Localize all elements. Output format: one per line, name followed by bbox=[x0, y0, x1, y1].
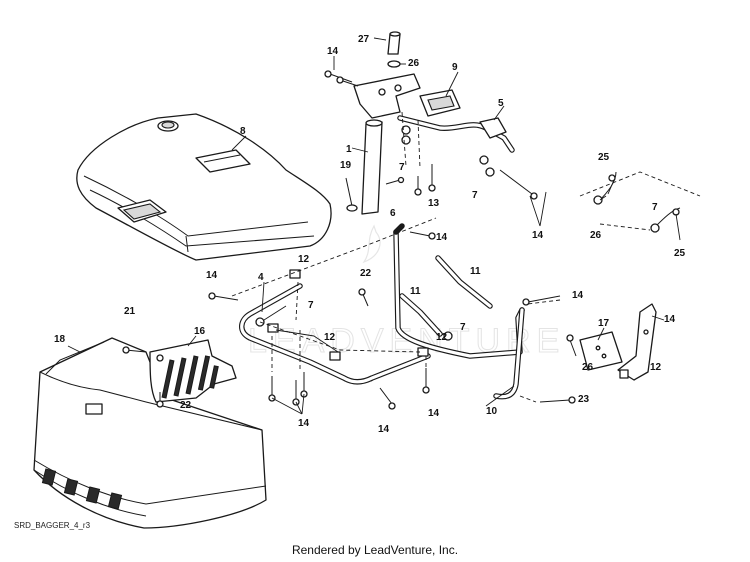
callout-14-d: 14 bbox=[206, 270, 218, 281]
callout-12-a: 12 bbox=[298, 254, 310, 265]
part-1-upright-tube bbox=[361, 119, 383, 215]
bolt-14-i bbox=[300, 372, 308, 398]
callout-14-g: 14 bbox=[298, 418, 310, 429]
bolt-22-a bbox=[122, 346, 147, 354]
callout-25-b: 25 bbox=[674, 248, 686, 259]
callout-22-a: 21 bbox=[124, 306, 136, 317]
bolt-13-b bbox=[414, 176, 422, 196]
callout-7-d: 7 bbox=[308, 300, 314, 311]
nut-7-a bbox=[401, 125, 411, 135]
bolt-14-k bbox=[422, 368, 430, 394]
nut-7-d bbox=[485, 167, 495, 177]
bolt-26-a bbox=[566, 334, 577, 357]
nut-12-c bbox=[329, 351, 341, 361]
nut-7-c bbox=[479, 155, 489, 165]
bolt-14-j bbox=[379, 387, 396, 410]
callout-12-b: 12 bbox=[324, 332, 336, 343]
part-17-bracket bbox=[617, 303, 657, 381]
bolt-23-b bbox=[539, 396, 576, 404]
leader-lines bbox=[67, 37, 681, 415]
bolt-23-a bbox=[358, 288, 369, 307]
bolt-14-d bbox=[409, 231, 436, 240]
callout-14-b: 14 bbox=[532, 230, 544, 241]
bolt-14-e bbox=[208, 292, 239, 301]
callout-14-f: 14 bbox=[428, 408, 440, 419]
bolt-13-a bbox=[428, 164, 436, 192]
callout-23-a: 22 bbox=[360, 268, 372, 279]
callout-18: 17 bbox=[598, 318, 610, 329]
callout-8: 8 bbox=[240, 126, 246, 137]
part-8-catcher-lid bbox=[76, 113, 332, 261]
part-16-bag-bracket bbox=[149, 339, 237, 403]
callout-14-a: 14 bbox=[327, 46, 339, 57]
bolt-14-b bbox=[336, 76, 359, 87]
part-11-rods bbox=[399, 255, 493, 337]
callout-25-a: 25 bbox=[598, 152, 610, 163]
callout-26-a: 26 bbox=[590, 230, 602, 241]
bolt-14-g bbox=[268, 376, 276, 402]
callout-12-d: 12 bbox=[650, 362, 662, 373]
part-18-plate bbox=[579, 331, 623, 371]
bolt-14-h bbox=[292, 380, 300, 406]
callout-16: 16 bbox=[194, 326, 206, 337]
callout-17: 14 bbox=[664, 314, 676, 325]
part-9-upper-bracket bbox=[353, 73, 461, 119]
callout-11-b: 11 bbox=[410, 286, 421, 297]
part-5-cross-tube bbox=[397, 115, 515, 153]
callout-6: 6 bbox=[390, 208, 396, 219]
callout-14-c: 14 bbox=[436, 232, 448, 243]
nut-7-f bbox=[443, 331, 453, 341]
part-25-26-cables bbox=[593, 171, 681, 233]
part-27-ring bbox=[387, 60, 401, 68]
callout-9: 9 bbox=[452, 62, 458, 73]
part-19-clevis-pin bbox=[345, 177, 358, 212]
callout-5: 5 bbox=[498, 98, 504, 109]
callout-21: 18 bbox=[54, 334, 66, 345]
part-6-bolt bbox=[385, 176, 405, 185]
callout-7-b: 7 bbox=[472, 190, 478, 201]
callout-4: 4 bbox=[258, 272, 264, 283]
bolt-14-a bbox=[324, 70, 353, 83]
bolt-14-c bbox=[499, 169, 538, 200]
callout-7-e: 7 bbox=[460, 322, 466, 333]
bag-bottom-ribs bbox=[41, 468, 123, 510]
callout-12-c: 12 bbox=[436, 332, 448, 343]
callout-23-b: 23 bbox=[578, 394, 590, 405]
callout-28: 27 bbox=[358, 34, 370, 45]
callouts: 27 26 14 9 5 8 1 7 19 7 13 6 14 14 25 7 … bbox=[54, 34, 686, 435]
part-10-bagger-frame bbox=[393, 223, 525, 400]
callout-22-b: 22 bbox=[180, 400, 192, 411]
part-21-catcher-bag bbox=[33, 337, 267, 529]
footer-credit: Rendered by LeadVenture, Inc. bbox=[291, 543, 459, 557]
callout-13-a: 13 bbox=[428, 198, 440, 209]
callout-19: 19 bbox=[340, 160, 352, 171]
callout-14-e: 14 bbox=[572, 290, 584, 301]
callout-27: 26 bbox=[408, 58, 420, 69]
callout-7-c: 7 bbox=[652, 202, 658, 213]
nut-12-a bbox=[289, 269, 301, 279]
callout-26-b: 26 bbox=[582, 362, 594, 373]
callout-11-a: 11 bbox=[470, 266, 481, 277]
callout-7-a: 7 bbox=[399, 162, 405, 173]
drawing-code: SRD_BAGGER_4_r3 bbox=[14, 521, 91, 530]
part-28-sleeve bbox=[387, 31, 401, 55]
nut-7-b bbox=[401, 135, 411, 145]
part-4-lower-frame bbox=[239, 283, 431, 385]
callout-1: 1 bbox=[346, 144, 352, 155]
nut-12-e bbox=[619, 369, 629, 379]
callout-10: 10 bbox=[486, 406, 498, 417]
callout-14-h: 14 bbox=[378, 424, 390, 435]
bolt-14-f bbox=[522, 295, 561, 306]
nut-12-b bbox=[267, 323, 279, 333]
bolt-22-b bbox=[156, 392, 164, 408]
